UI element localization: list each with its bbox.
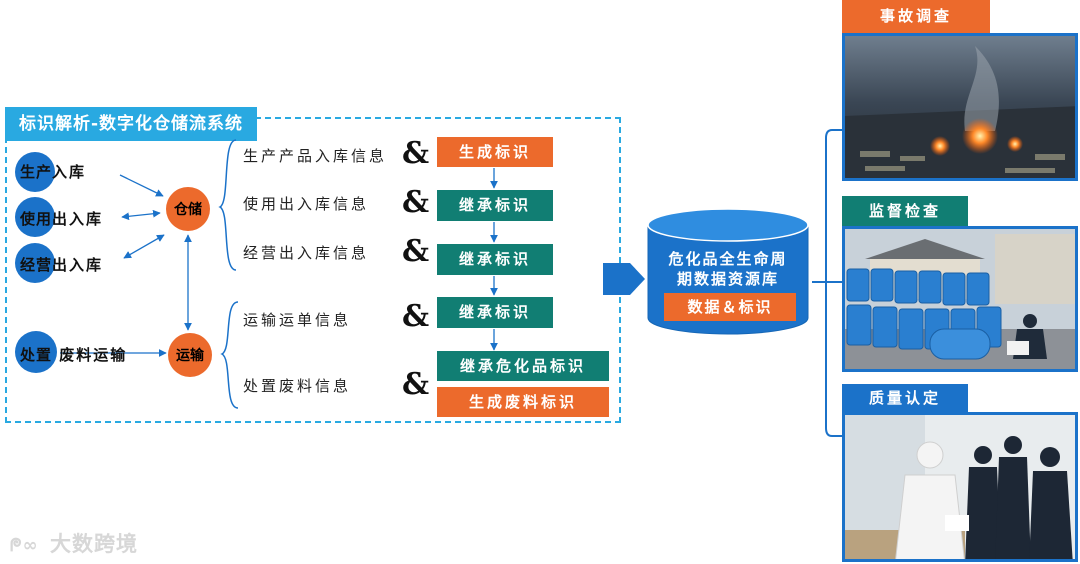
info-waste: 处置废料信息 (243, 377, 352, 395)
ampersand: & (402, 234, 430, 269)
app-header-accident: 事故调查 (842, 0, 990, 33)
input-production: 生产入库 (20, 163, 87, 181)
storage-bracket (218, 139, 237, 271)
tag-inherit-id: 继承标识 (437, 190, 553, 221)
transport-bracket (220, 301, 239, 409)
input-circle-usage (15, 197, 55, 237)
ampersand: & (402, 367, 430, 402)
photo-quality (842, 412, 1078, 562)
app-header-inspection: 监督检查 (842, 196, 968, 226)
tag-generate-id: 生成标识 (437, 137, 553, 167)
storage-hub: 仓储 (166, 187, 210, 231)
drums-scene-image (845, 229, 1075, 369)
input-usage: 使用出入库 (20, 210, 104, 228)
photo-inspection (842, 226, 1078, 372)
input-circle-production (15, 152, 55, 192)
watermark: ᖘ∞大数跨境 (10, 532, 138, 556)
database-title: 危化品全生命周 期数据资源库 (668, 250, 788, 288)
tag-inherit-id: 继承标识 (437, 297, 553, 328)
input-business: 经营出入库 (20, 256, 104, 274)
database-tag: 数据＆标识 (664, 293, 796, 321)
ampersand: & (402, 299, 430, 334)
info-usage: 使用出入库信息 (243, 195, 370, 213)
system-title: 标识解析-数字化仓储流系统 (5, 107, 257, 141)
info-transport: 运输运单信息 (243, 311, 352, 329)
arrow-production-to-storage (119, 174, 164, 197)
ampersand: & (402, 136, 430, 171)
fire-scene-image (845, 36, 1075, 178)
tag-inherit-id: 继承标识 (437, 244, 553, 275)
input-circle-business (15, 243, 55, 283)
tag-inherit-hazchem-id: 继承危化品标识 (437, 351, 609, 381)
ampersand: & (402, 185, 430, 220)
arrow-business-storage (123, 234, 165, 259)
photo-accident-fire (842, 33, 1078, 181)
watermark-logo-icon: ᖘ∞ (10, 535, 39, 556)
info-business: 经营出入库信息 (243, 244, 370, 262)
arrow-usage-storage (121, 209, 161, 221)
app-header-quality: 质量认定 (842, 384, 968, 412)
flow-arrow (603, 263, 645, 295)
input-waste: 处置 废料运输 (20, 346, 128, 364)
tag-generate-waste-id: 生成废料标识 (437, 387, 609, 417)
transport-hub: 运输 (168, 333, 212, 377)
lab-scene-image (845, 415, 1075, 559)
info-production: 生产产品入库信息 (243, 147, 388, 165)
input-circle-waste (15, 331, 57, 373)
